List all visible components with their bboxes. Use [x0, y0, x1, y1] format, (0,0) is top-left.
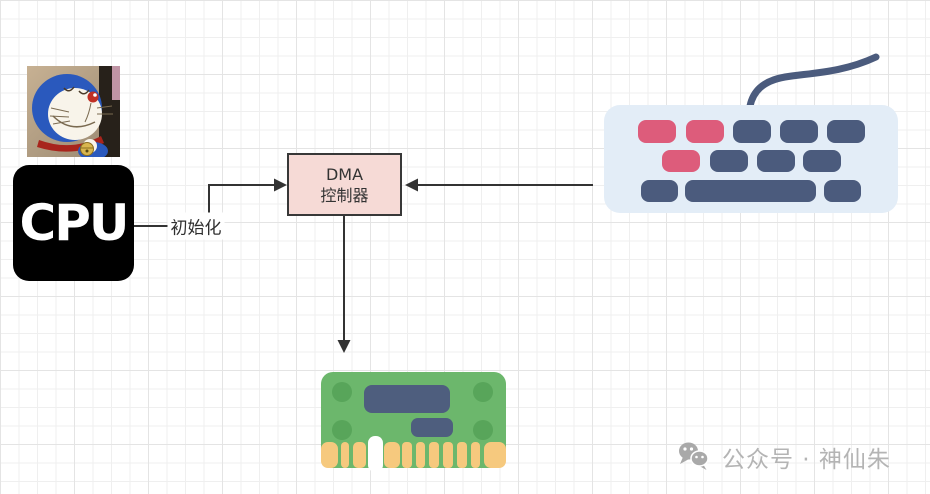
- ram-pin: [457, 442, 467, 468]
- keyboard-key: [662, 150, 700, 172]
- ram-pin: [443, 442, 453, 468]
- keyboard-key: [757, 150, 795, 172]
- ram-pin: [384, 442, 400, 468]
- memory-illustration: [318, 368, 510, 472]
- doraemon-photo: [27, 66, 120, 160]
- cpu-node: CPU: [13, 165, 134, 281]
- ram-hole: [473, 420, 493, 440]
- ram-chip-large: [364, 385, 450, 413]
- dma-label-line2: 控制器: [320, 185, 369, 205]
- keyboard-key: [710, 150, 748, 172]
- keyboard-key: [641, 180, 678, 202]
- keyboard-spacebar: [685, 180, 816, 202]
- ram-pin: [353, 442, 366, 468]
- dma-node: DMA 控制器: [287, 153, 402, 216]
- ram-pin: [484, 442, 506, 468]
- wechat-icon: [679, 442, 709, 470]
- arrowhead-keyboard-to-dma: [405, 178, 418, 192]
- ram-pin: [341, 442, 349, 468]
- ram-hole: [332, 420, 352, 440]
- watermark-text: 公众号 · 神仙朱: [722, 447, 891, 473]
- keyboard-key: [803, 150, 841, 172]
- ram-chip-small: [411, 418, 453, 437]
- keyboard-illustration: [604, 48, 900, 216]
- ram-pin: [416, 442, 425, 468]
- keyboard-key: [780, 120, 818, 143]
- keyboard-key: [686, 120, 724, 143]
- ram-pin: [429, 442, 439, 468]
- ram-pin: [402, 442, 412, 468]
- edge-label-init: 初始化: [167, 212, 225, 240]
- keyboard-key: [733, 120, 771, 143]
- ram-hole: [473, 382, 493, 402]
- dma-label-line1: DMA: [325, 164, 364, 184]
- ram-pin: [321, 442, 338, 468]
- ram-hole: [332, 382, 352, 402]
- ram-art: [321, 372, 506, 472]
- keyboard-key: [638, 120, 676, 143]
- ram-pin: [471, 442, 480, 468]
- arrowhead-cpu-to-dma: [274, 178, 287, 192]
- ram-notch: [368, 436, 383, 472]
- keyboard-art: [604, 53, 898, 213]
- keyboard-cable: [746, 53, 880, 110]
- watermark: 公众号 · 神仙朱: [678, 440, 891, 474]
- keyboard-key: [827, 120, 865, 143]
- arrowhead-dma-to-memory: [337, 340, 351, 353]
- cpu-label: CPU: [19, 194, 130, 252]
- keyboard-key: [824, 180, 861, 202]
- doraemon-photo-art: [27, 66, 120, 160]
